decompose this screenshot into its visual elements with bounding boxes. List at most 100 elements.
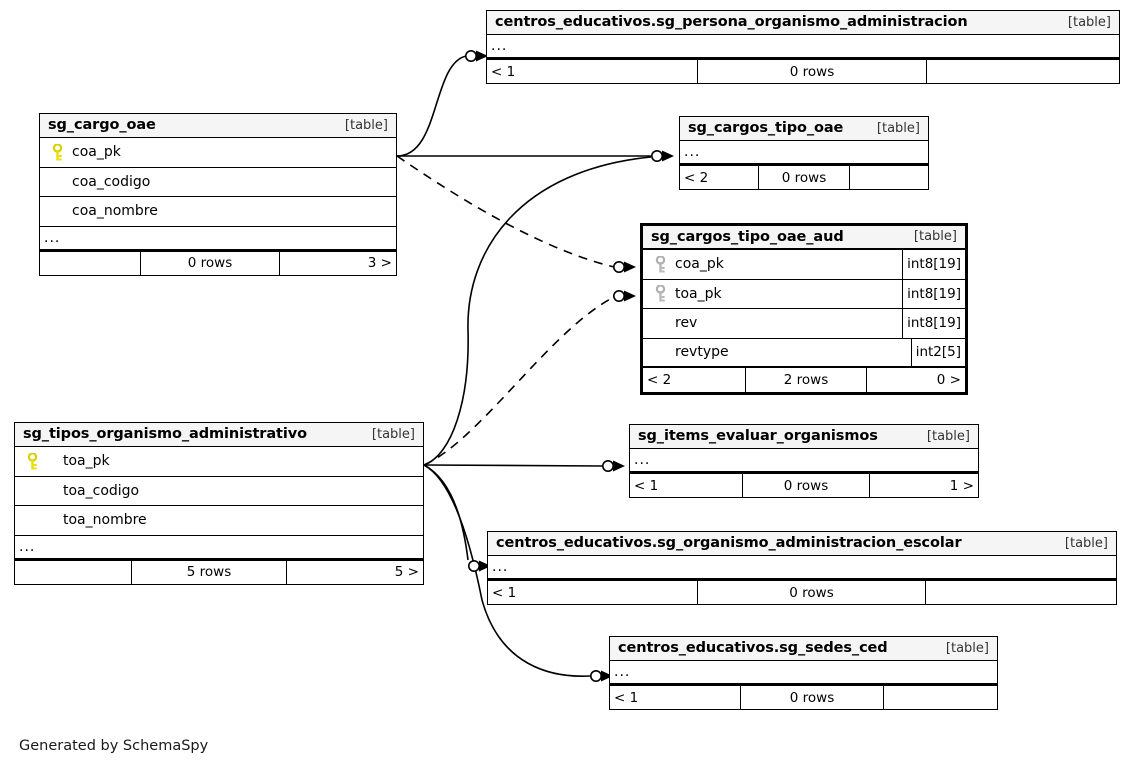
- table-kind-label: [table]: [1067, 14, 1111, 30]
- table-header: sg_items_evaluar_organismos [table]: [630, 425, 978, 449]
- table-column-row[interactable]: toa_nombre: [15, 506, 423, 536]
- column-datatype: int2[5]: [910, 338, 965, 366]
- column-datatype: int8[19]: [902, 250, 965, 279]
- edge-cargo-oae-to-persona-organismo: [396, 55, 467, 157]
- footer-row-count: 0 rows: [758, 166, 850, 189]
- primary-key-icon: [46, 143, 68, 161]
- inherited-key-icon: [649, 285, 671, 302]
- table-node-sg-cargos-tipo-oae[interactable]: sg_cargos_tipo_oae [table] ... < 2 0 row…: [679, 116, 929, 190]
- table-header: sg_cargos_tipo_oae_aud [table]: [643, 226, 965, 250]
- footer-parents-count: < 2: [647, 372, 672, 388]
- table-column-row[interactable]: coa_codigo: [40, 167, 396, 197]
- footer-parents-count: < 1: [491, 63, 516, 80]
- table-node-persona-organismo-administracion[interactable]: centros_educativos.sg_persona_organismo_…: [486, 10, 1120, 84]
- footer-row-count: 2 rows: [745, 368, 867, 392]
- table-node-sedes-ced[interactable]: centros_educativos.sg_sedes_ced [table] …: [609, 636, 998, 710]
- table-footer: < 2 2 rows 0 >: [643, 368, 965, 392]
- table-columns-ellipsis: ...: [610, 661, 997, 685]
- table-header: sg_tipos_organismo_administrativo [table…: [15, 423, 423, 447]
- column-name: toa_codigo: [63, 482, 140, 499]
- footer-parents-count: < 1: [614, 689, 639, 706]
- table-header: sg_cargos_tipo_oae [table]: [680, 117, 928, 141]
- footer-parents-count: [15, 561, 131, 584]
- footer-children-count: 1 >: [949, 477, 974, 494]
- table-node-sg-items-evaluar-organismos[interactable]: sg_items_evaluar_organismos [table] ... …: [629, 424, 979, 498]
- footer-row-count: 0 rows: [697, 60, 927, 83]
- table-column-row[interactable]: toa_codigo: [15, 476, 423, 506]
- table-node-sg-cargos-tipo-oae-aud[interactable]: sg_cargos_tipo_oae_aud [table] coa_pk in…: [640, 223, 968, 395]
- table-kind-label: [table]: [926, 428, 970, 444]
- column-name: coa_codigo: [72, 173, 151, 190]
- table-title: centros_educativos.sg_sedes_ced: [618, 640, 888, 656]
- table-header: centros_educativos.sg_persona_organismo_…: [487, 11, 1119, 35]
- table-footer: < 1 0 rows: [610, 685, 997, 709]
- footer-row-count: 0 rows: [740, 686, 884, 709]
- table-columns-ellipsis: ...: [680, 141, 928, 165]
- column-name: coa_pk: [675, 256, 724, 273]
- edge-tipos-organismo-to-aud-toa-pk: [423, 296, 615, 466]
- column-name: toa_pk: [675, 285, 722, 302]
- column-datatype: int8[19]: [902, 309, 965, 338]
- column-datatype: int8[19]: [902, 279, 965, 308]
- footer-parents-count: [40, 252, 140, 275]
- table-columns-ellipsis: ...: [487, 35, 1119, 59]
- table-columns-ellipsis: ...: [15, 535, 423, 560]
- table-column-row[interactable]: toa_pk int8[19]: [643, 279, 965, 309]
- table-column-row[interactable]: coa_pk: [40, 138, 396, 168]
- table-title: sg_cargos_tipo_oae_aud: [651, 228, 844, 245]
- table-kind-label: [table]: [945, 640, 989, 656]
- column-name: coa_nombre: [72, 203, 158, 220]
- footer-parents-count: < 2: [684, 169, 709, 186]
- column-name: rev: [675, 315, 698, 332]
- table-column-row[interactable]: revtype int2[5]: [643, 338, 965, 368]
- table-footer: < 1 0 rows: [488, 580, 1116, 604]
- table-title: sg_items_evaluar_organismos: [638, 428, 878, 444]
- column-name: revtype: [675, 344, 729, 361]
- table-kind-label: [table]: [344, 117, 388, 133]
- inherited-key-icon: [649, 255, 671, 273]
- table-header: centros_educativos.sg_organismo_administ…: [488, 532, 1116, 556]
- edge-tipos-organismo-to-organismo-escolar: [423, 464, 469, 561]
- table-node-sg-cargo-oae[interactable]: sg_cargo_oae [table] coa_pk coa_co: [39, 113, 397, 276]
- table-column-row[interactable]: toa_pk: [15, 447, 423, 477]
- footer-children-count: 3 >: [367, 255, 392, 271]
- table-footer: < 1 0 rows 1 >: [630, 473, 978, 497]
- table-kind-label: [table]: [371, 426, 415, 442]
- table-footer: < 1 0 rows: [487, 59, 1119, 83]
- table-column-row[interactable]: coa_pk int8[19]: [643, 250, 965, 280]
- table-node-sg-tipos-organismo-administrativo[interactable]: sg_tipos_organismo_administrativo [table…: [14, 422, 424, 585]
- table-columns-ellipsis: ...: [630, 449, 978, 473]
- footer-parents-count: < 1: [492, 584, 517, 601]
- footer-children-count: 5 >: [394, 564, 419, 580]
- table-columns-ellipsis: ...: [40, 226, 396, 251]
- table-title: centros_educativos.sg_organismo_administ…: [496, 535, 962, 551]
- table-header: centros_educativos.sg_sedes_ced [table]: [610, 637, 997, 661]
- table-title: sg_cargo_oae: [48, 117, 156, 133]
- column-name: toa_nombre: [63, 512, 147, 529]
- footer-children-count: 0 >: [936, 372, 961, 388]
- column-name: toa_pk: [63, 453, 110, 470]
- footer-children-count: [926, 581, 1116, 604]
- table-kind-label: [table]: [876, 120, 920, 136]
- table-node-organismo-administracion-escolar[interactable]: centros_educativos.sg_organismo_administ…: [487, 531, 1117, 605]
- footer-row-count: 0 rows: [140, 251, 280, 275]
- edge-tipos-organismo-to-items-evaluar: [423, 464, 603, 467]
- table-header: sg_cargo_oae [table]: [40, 114, 396, 138]
- footer-row-count: 5 rows: [131, 560, 287, 584]
- footer-children-count: [850, 166, 928, 189]
- generated-by-credit: Generated by SchemaSpy: [19, 738, 209, 754]
- edge-tipos-organismo-to-cargos-tipo-oae: [423, 156, 652, 466]
- table-column-row[interactable]: coa_nombre: [40, 197, 396, 227]
- footer-children-count: [927, 60, 1119, 83]
- table-footer: < 2 0 rows: [680, 165, 928, 189]
- footer-row-count: 0 rows: [697, 581, 926, 604]
- table-title: centros_educativos.sg_persona_organismo_…: [495, 14, 968, 30]
- footer-row-count: 0 rows: [742, 474, 870, 497]
- table-footer: 0 rows 3 >: [40, 250, 396, 275]
- table-column-row[interactable]: rev int8[19]: [643, 309, 965, 339]
- column-name: coa_pk: [72, 144, 121, 161]
- table-footer: 5 rows 5 >: [15, 559, 423, 584]
- table-kind-label: [table]: [913, 229, 957, 244]
- table-title: sg_tipos_organismo_administrativo: [23, 426, 307, 442]
- table-kind-label: [table]: [1064, 535, 1108, 551]
